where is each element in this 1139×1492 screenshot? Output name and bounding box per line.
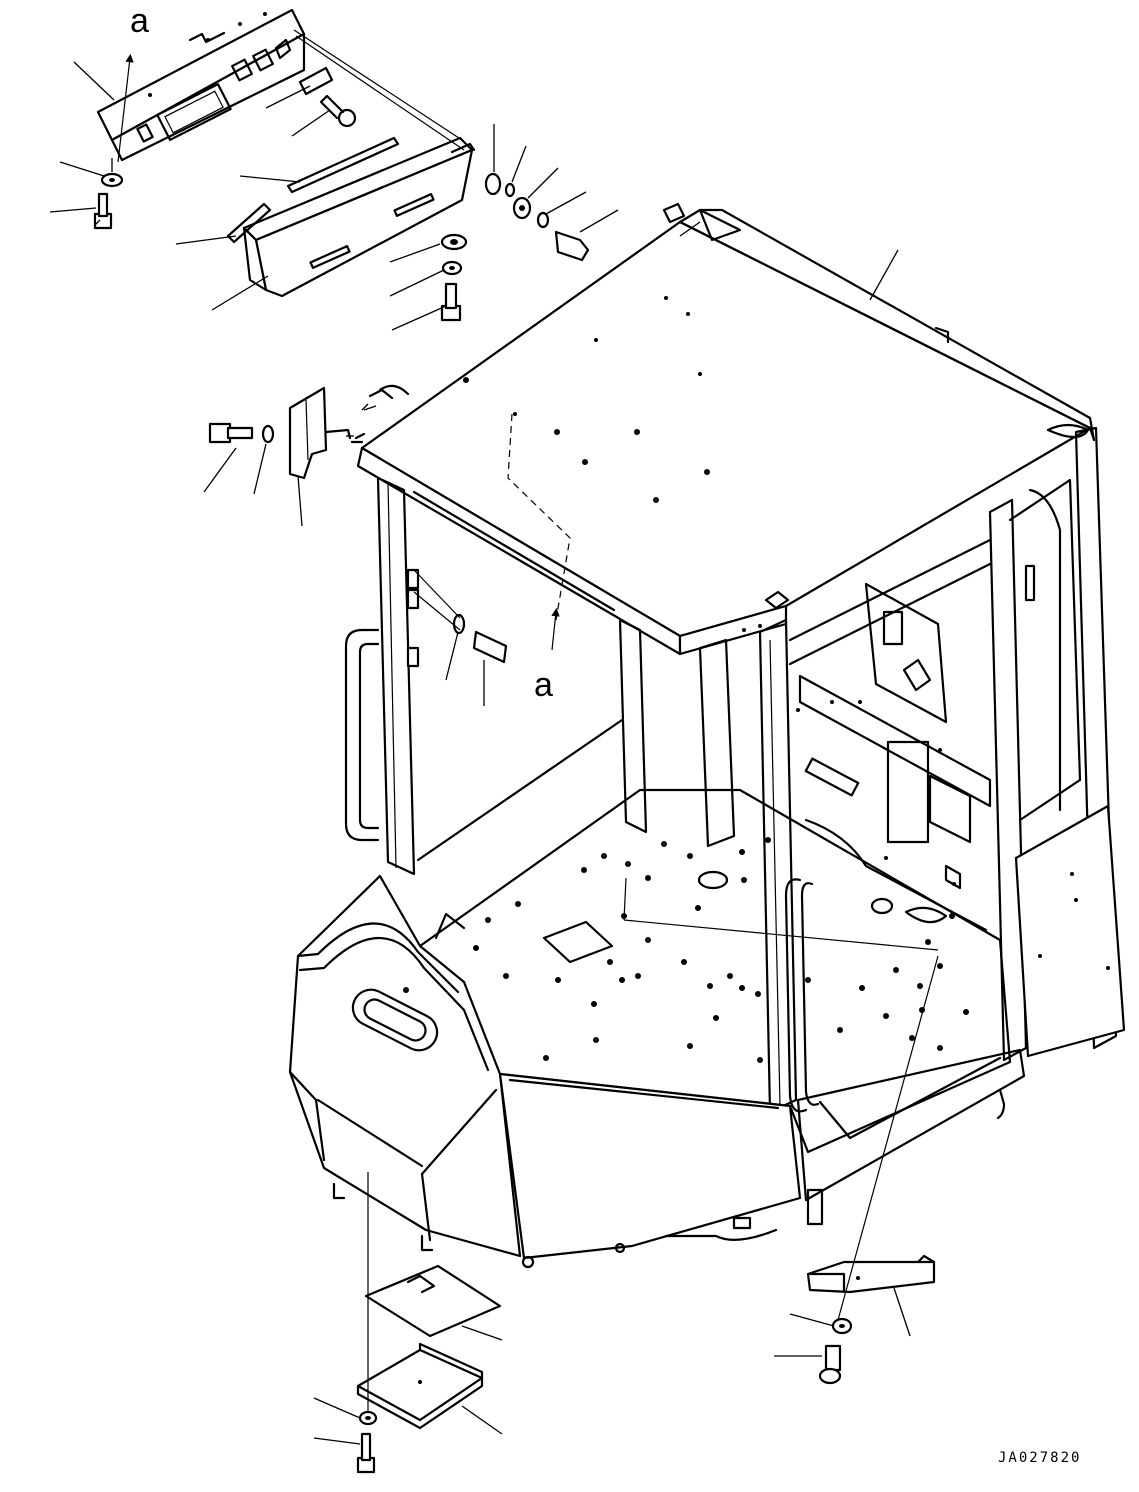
cab-front-right-door-frame	[796, 1048, 1026, 1226]
floor-cover-hardware	[356, 1410, 378, 1474]
cab-rear-frame	[988, 426, 1126, 1062]
assembly-guide-lines	[293, 29, 939, 1412]
cab-front-console-center	[420, 1072, 802, 1269]
rear-step-hardware	[818, 1317, 853, 1385]
panel-washers-and-bolts-right	[440, 172, 590, 322]
drawing-number: JA027820	[998, 1450, 1081, 1466]
view-label-a-center: a	[534, 666, 553, 704]
callout-leader-lines	[49, 61, 911, 1445]
cab-roof	[350, 202, 1096, 656]
cab-front-pillars	[376, 476, 798, 1114]
view-label-a-top: a	[130, 2, 149, 40]
cab-left-bracket-bolt	[208, 422, 508, 664]
panel-support-bracket	[226, 136, 476, 298]
upper-control-panel	[96, 8, 306, 162]
view-a-arrow-top: a	[117, 2, 149, 163]
cab-right-door-handle	[784, 878, 820, 1113]
cab-front-console-left	[288, 874, 522, 1258]
floor-cover-bracket	[356, 1342, 484, 1430]
view-a-arrow-center: a	[534, 607, 560, 704]
panel-clip-and-screw	[298, 66, 357, 128]
rear-step-bracket	[806, 1254, 936, 1294]
cab-floor	[418, 788, 1012, 1154]
cab-left-handrail	[344, 628, 380, 842]
mounting-rail-strip	[286, 136, 400, 194]
floor-cover-plate	[364, 1264, 502, 1338]
panel-washers-and-bolts-left	[93, 172, 124, 230]
cab-right-side-frame	[788, 538, 992, 932]
cab-left-side-bracket	[288, 386, 352, 480]
